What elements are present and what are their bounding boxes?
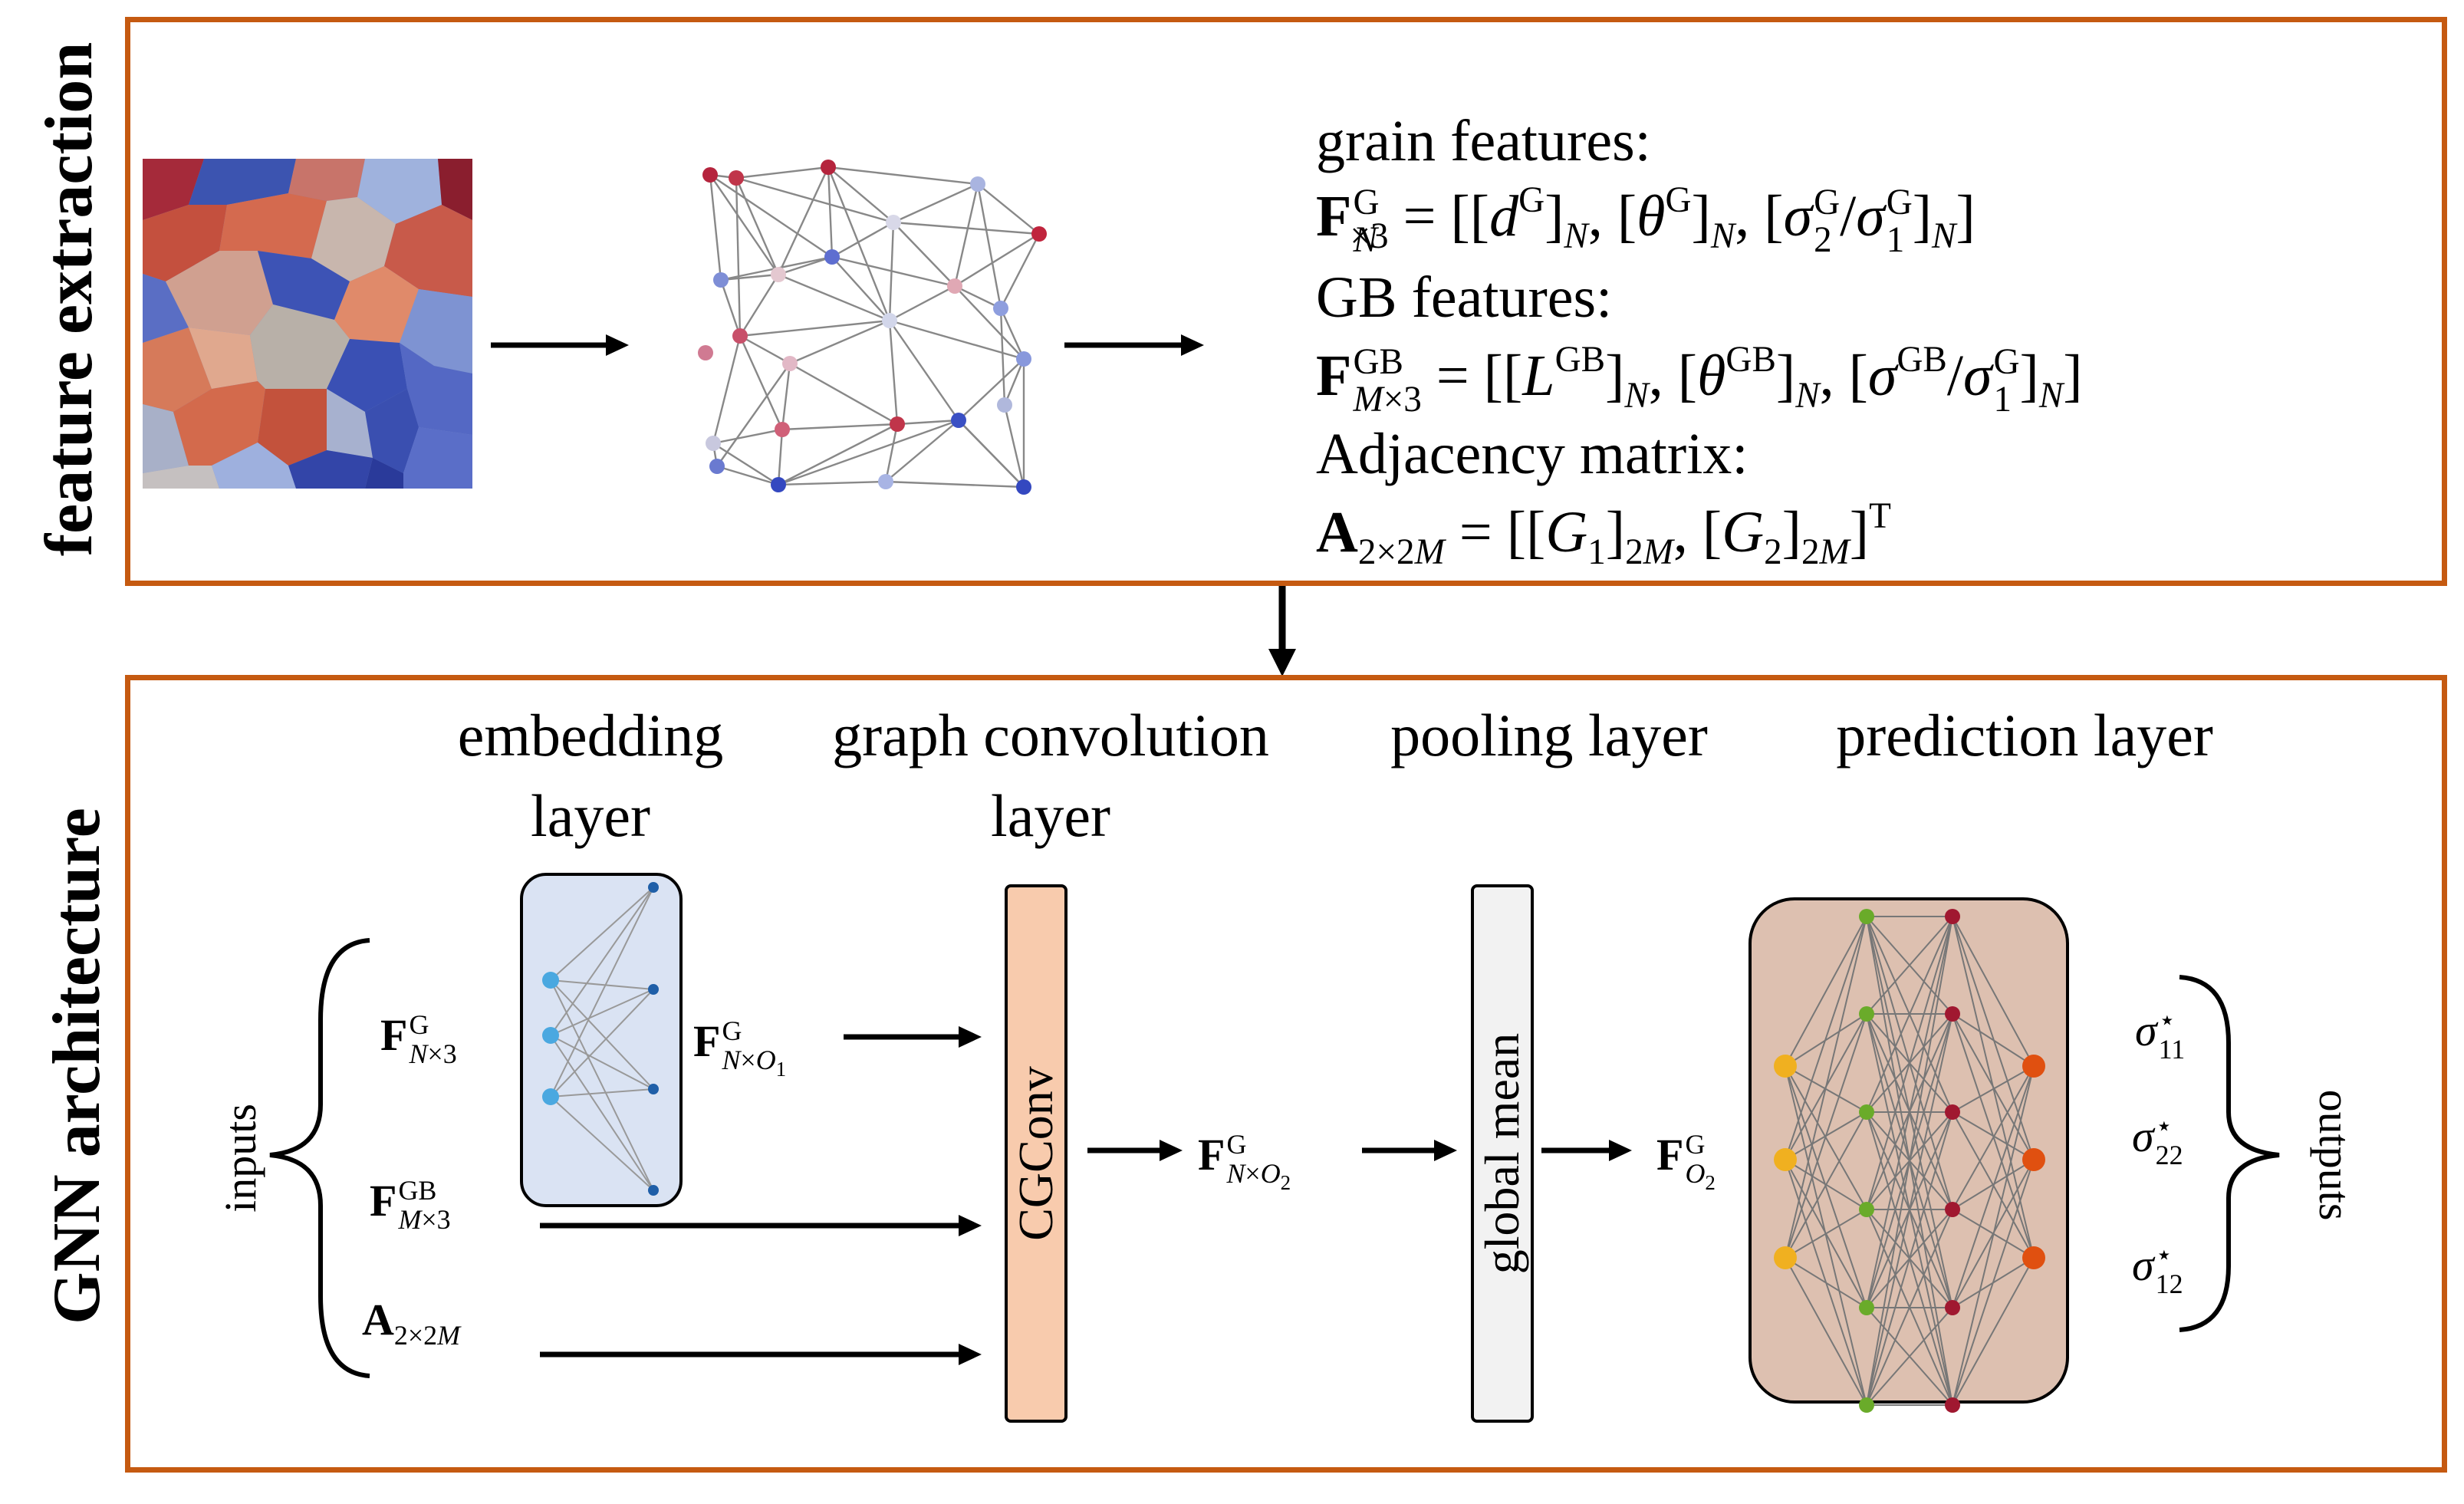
- cgconv-label: CGConv: [1008, 1066, 1063, 1241]
- adjacency-title: Adjacency matrix:: [1316, 422, 1748, 486]
- output-sigma-12: σ⋆12: [2132, 1239, 2183, 1299]
- pooling-layer-header: pooling layer: [1390, 702, 1708, 768]
- prediction-layer-header: prediction layer: [1836, 702, 2213, 768]
- prediction-block: [1748, 897, 2069, 1404]
- embedding-layer-header: embedding layer: [457, 702, 724, 850]
- graph-convolution-header: graph convolution layer: [832, 702, 1269, 850]
- adjacency-formula: A2×2M = [[G1]2M, [G2]2M]T: [1316, 496, 1891, 573]
- grain-features-title: grain features:: [1316, 109, 1651, 173]
- outputs-label: outputs: [2310, 1089, 2360, 1221]
- output-sigma-11: σ⋆11: [2135, 1005, 2186, 1065]
- gnn-architecture-label: GNN architecture: [40, 808, 114, 1325]
- inputs-label: inputs: [215, 1104, 265, 1213]
- input-adjacency-label: A2×2M: [362, 1295, 461, 1351]
- gb-features-title: GB features:: [1316, 265, 1613, 330]
- global-mean-label: global mean: [1475, 1032, 1529, 1275]
- global-mean-block: global mean: [1471, 884, 1534, 1423]
- output-sigma-22: σ⋆22: [2132, 1111, 2183, 1170]
- feature-extraction-panel: [125, 17, 2447, 586]
- feature-extraction-label: feature extraction: [32, 41, 107, 557]
- embedding-block: [520, 873, 683, 1207]
- cgconv-block: CGConv: [1005, 884, 1068, 1423]
